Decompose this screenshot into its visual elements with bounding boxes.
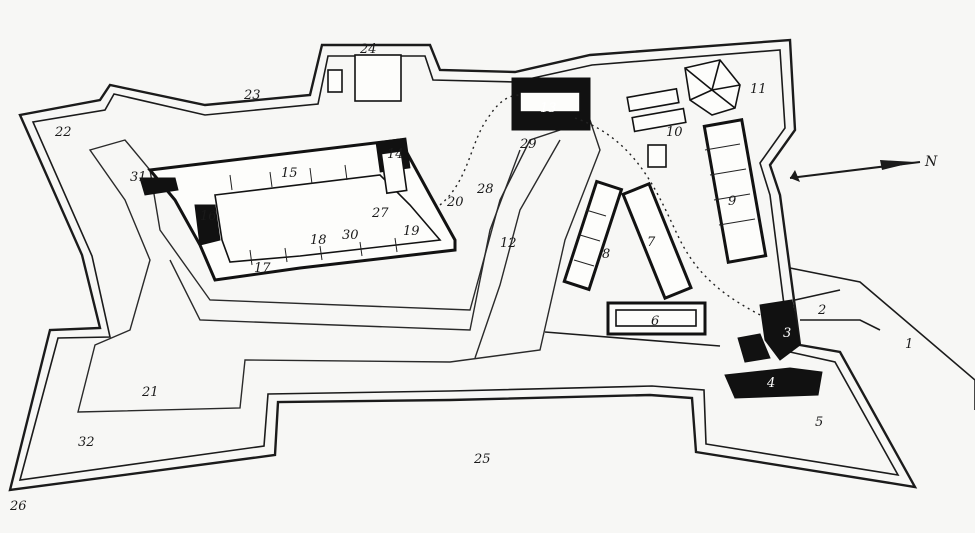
label-29: 29 <box>519 137 537 152</box>
label-16: 16 <box>200 209 217 224</box>
palace-hall-14-interior <box>380 149 408 195</box>
label-25: 25 <box>473 452 491 467</box>
dotted-path-east <box>574 117 771 321</box>
eastern-approach <box>789 267 975 410</box>
label-15: 15 <box>281 166 298 181</box>
label-22: 22 <box>54 125 72 140</box>
building-10-small <box>647 144 667 168</box>
label-14: 14 <box>387 147 404 162</box>
outer-wall <box>8 38 918 492</box>
north-label: N <box>924 154 938 170</box>
label-3: 3 <box>783 326 791 341</box>
gate-house <box>737 333 771 363</box>
north-arrow-icon <box>789 160 921 182</box>
label-30: 30 <box>342 228 359 243</box>
building-24-annex <box>327 69 343 93</box>
label-9: 9 <box>728 194 736 209</box>
label-28: 28 <box>476 182 494 197</box>
label-1: 1 <box>905 337 913 352</box>
building-24 <box>354 54 402 102</box>
building-10-bottom <box>631 107 687 133</box>
label-27: 27 <box>371 206 389 221</box>
label-26: 26 <box>9 499 27 514</box>
palace-corner-16 <box>194 204 221 246</box>
label-5: 5 <box>815 415 823 430</box>
label-18: 18 <box>310 233 327 248</box>
building-7 <box>621 181 693 301</box>
label-19: 19 <box>403 224 420 239</box>
label-11: 11 <box>750 82 767 97</box>
label-31: 31 <box>130 170 147 185</box>
label-24: 24 <box>359 42 377 57</box>
ramp-line <box>474 139 561 359</box>
road-to-gate <box>544 331 721 347</box>
label-21: 21 <box>141 385 159 400</box>
building-6-interior <box>615 309 697 327</box>
octagon-11 <box>684 59 741 116</box>
label-32: 32 <box>78 435 95 450</box>
building-8 <box>562 179 624 292</box>
gate-4 <box>724 367 823 399</box>
label-12: 12 <box>500 236 517 251</box>
label-20: 20 <box>446 195 464 210</box>
palace-wing-divisions <box>229 164 398 266</box>
label-7: 7 <box>647 235 656 250</box>
outer-wall-inner-line <box>18 49 900 481</box>
label-4: 4 <box>766 376 775 391</box>
inner-rampart <box>77 119 601 413</box>
label-8: 8 <box>602 247 610 262</box>
inner-rampart-edge <box>169 149 521 331</box>
label-23: 23 <box>243 88 261 103</box>
label-6: 6 <box>651 314 659 329</box>
gate-tower-13-interior <box>519 91 581 113</box>
label-13: 13 <box>540 101 557 116</box>
building-9 <box>702 118 768 264</box>
label-10: 10 <box>666 125 683 140</box>
building-9-divisions <box>704 143 756 226</box>
palace-corner-31 <box>139 177 179 196</box>
label-17: 17 <box>254 261 271 276</box>
gate-3 <box>759 299 801 361</box>
label-2: 2 <box>817 303 826 318</box>
building-10-top <box>626 87 680 113</box>
building-8-divisions <box>573 209 607 267</box>
